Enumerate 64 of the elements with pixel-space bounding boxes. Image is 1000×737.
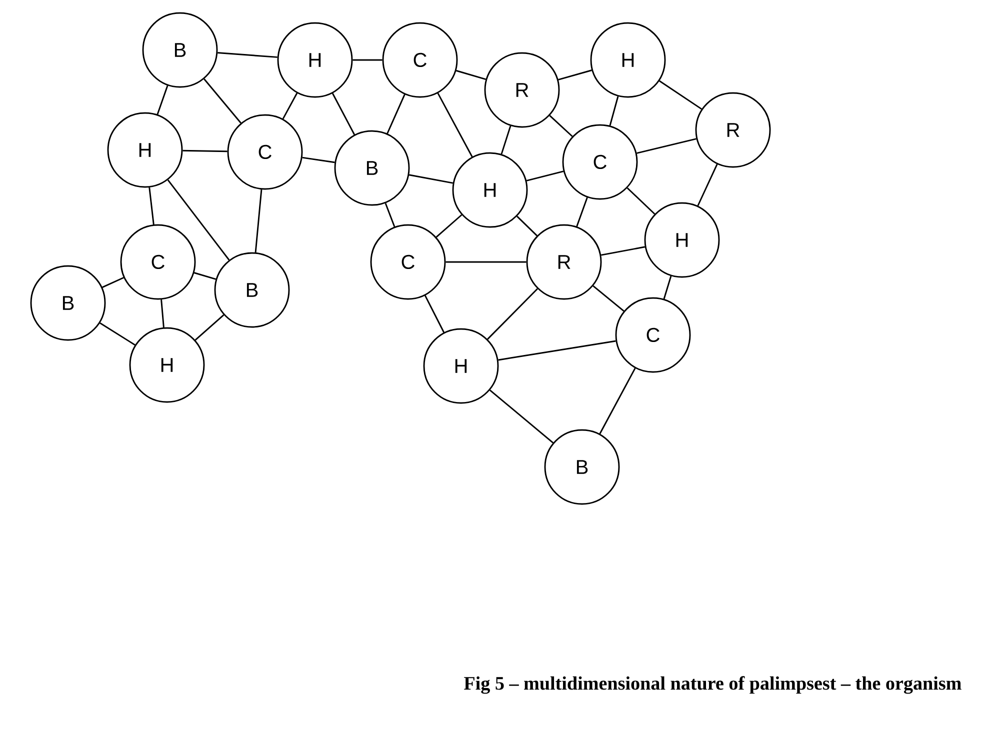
circle-node: C [370, 224, 446, 300]
circle-node: C [120, 224, 196, 300]
connector-line [592, 285, 624, 312]
connector-line [386, 94, 406, 134]
circle-node: H [107, 112, 183, 188]
connector-line [456, 70, 486, 80]
circle-node: H [644, 202, 720, 278]
connector-line [609, 96, 619, 126]
connector-line [436, 214, 462, 238]
circle-node: R [526, 224, 602, 300]
connector-line [182, 150, 228, 152]
connector-line [663, 276, 672, 300]
connector-line [254, 189, 262, 252]
circle-node: B [334, 130, 410, 206]
circle-node: R [484, 52, 560, 128]
connector-line [526, 170, 564, 182]
connector-line [194, 272, 216, 280]
connector-line [490, 390, 554, 444]
connector-line [160, 300, 164, 328]
connector-line [549, 115, 573, 137]
connector-line [446, 261, 526, 263]
connector-line [599, 368, 636, 434]
connector-line [626, 187, 656, 215]
connector-line [437, 92, 473, 158]
connector-line [487, 288, 538, 340]
connector-line [148, 187, 154, 225]
circle-node: H [277, 22, 353, 98]
connector-line [194, 314, 224, 341]
circle-node: H [590, 22, 666, 98]
connector-line [500, 126, 512, 154]
connector-line [218, 52, 278, 58]
circle-node: C [382, 22, 458, 98]
circle-node: H [129, 327, 205, 403]
circle-node: B [544, 429, 620, 505]
connector-line [408, 174, 454, 184]
connector-line [352, 59, 382, 61]
connector-line [384, 202, 396, 227]
connector-line [558, 70, 592, 80]
connector-line [167, 180, 230, 260]
circle-node: R [695, 92, 771, 168]
connector-line [659, 80, 702, 110]
circle-node: C [227, 114, 303, 190]
connector-line [636, 138, 696, 154]
circle-node: B [214, 252, 290, 328]
connector-line [100, 322, 136, 346]
circle-node: H [452, 152, 528, 228]
connector-line [302, 156, 335, 164]
connector-line [204, 78, 242, 124]
connector-line [424, 295, 445, 333]
caption: Fig 5 – multidimensional nature of palimpsest – the organism [464, 676, 962, 694]
connector-line [576, 197, 588, 227]
connector-line [600, 246, 646, 256]
circle-node: C [562, 124, 638, 200]
connector-line [498, 340, 616, 361]
connector-line [516, 216, 538, 236]
circle-node: C [615, 297, 691, 373]
connector-line [156, 85, 168, 115]
connector-line [332, 93, 356, 135]
circle-node: H [423, 328, 499, 404]
connector-line [282, 92, 298, 120]
circle-node: B [142, 12, 218, 88]
circle-node: B [30, 265, 106, 341]
connector-line [697, 164, 718, 206]
connector-line [102, 276, 124, 288]
